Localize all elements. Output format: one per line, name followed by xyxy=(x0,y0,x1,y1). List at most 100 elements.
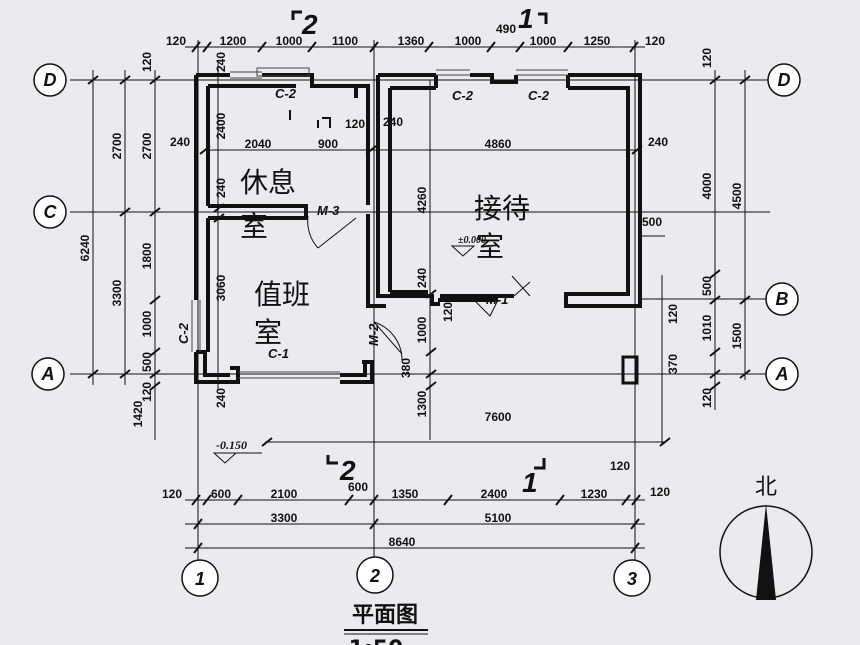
svg-text:1000: 1000 xyxy=(140,310,154,337)
svg-text:120: 120 xyxy=(700,388,714,408)
window-tag-c2-reception-a: C-2 xyxy=(452,88,474,103)
svg-text:120: 120 xyxy=(610,459,630,473)
door-tag-m1: M-1 xyxy=(486,292,508,307)
axis-grid-lines xyxy=(70,40,770,560)
svg-text:240: 240 xyxy=(383,115,403,129)
svg-text:2: 2 xyxy=(369,566,380,586)
svg-text:5100: 5100 xyxy=(485,511,512,525)
svg-text:1300: 1300 xyxy=(415,390,429,417)
room-label-rest: 休息 xyxy=(240,166,296,199)
svg-text:3300: 3300 xyxy=(271,511,298,525)
svg-text:4000: 4000 xyxy=(700,172,714,199)
svg-text:240: 240 xyxy=(170,135,190,149)
room-label-rest-suffix: 室 xyxy=(240,210,268,243)
svg-text:120: 120 xyxy=(166,34,186,48)
svg-text:1230: 1230 xyxy=(581,487,608,501)
windows xyxy=(191,67,568,379)
svg-text:B: B xyxy=(776,289,789,309)
svg-text:6240: 6240 xyxy=(78,234,92,261)
svg-text:2100: 2100 xyxy=(271,487,298,501)
svg-text:1000: 1000 xyxy=(455,34,482,48)
axis-bubble-2: 2 xyxy=(356,556,394,594)
svg-text:490: 490 xyxy=(496,22,516,36)
section-1-top: 1 xyxy=(518,3,534,34)
svg-text:1: 1 xyxy=(195,569,205,589)
bottom-dimensions: 120 600 2100 600 1350 2400 1230 120 120 … xyxy=(162,459,670,549)
svg-text:C: C xyxy=(44,202,58,222)
svg-text:240: 240 xyxy=(214,388,228,408)
elevation-mark-outer: -0.150 xyxy=(212,438,262,464)
axis-bubble-B-right: B xyxy=(765,282,799,316)
svg-text:240: 240 xyxy=(648,135,668,149)
section-markers: 2 1 2 1 xyxy=(289,3,548,498)
svg-text:120: 120 xyxy=(162,487,182,501)
dimension-ticks xyxy=(87,41,751,554)
axis-bubble-3: 3 xyxy=(613,559,651,597)
svg-text:500: 500 xyxy=(642,215,662,229)
svg-text:600: 600 xyxy=(211,487,231,501)
svg-text:120: 120 xyxy=(140,382,154,402)
svg-text:900: 900 xyxy=(318,137,338,151)
svg-text:8640: 8640 xyxy=(389,535,416,549)
svg-text:2700: 2700 xyxy=(140,132,154,159)
north-arrow: 北 xyxy=(719,475,813,600)
room-label-reception: 接待 xyxy=(474,192,530,225)
svg-text:600: 600 xyxy=(348,480,368,494)
svg-text:A: A xyxy=(775,364,789,384)
axis-bubble-A-right: A xyxy=(765,357,799,391)
dimension-lines xyxy=(92,46,746,549)
room-label-duty-suffix: 室 xyxy=(254,316,282,349)
svg-text:240: 240 xyxy=(214,52,228,72)
svg-text:2040: 2040 xyxy=(245,137,272,151)
axis-bubbles: D C A D B A 1 2 3 xyxy=(31,63,801,597)
top-dimensions: 120 1200 1000 1100 1360 1000 490 1000 12… xyxy=(166,22,665,48)
title-text: 平面图 xyxy=(352,603,418,628)
svg-text:1360: 1360 xyxy=(398,34,425,48)
svg-text:1500: 1500 xyxy=(730,322,744,349)
window-tag-c1: C-1 xyxy=(268,346,289,361)
svg-text:A: A xyxy=(41,364,55,384)
svg-text:1000: 1000 xyxy=(276,34,303,48)
svg-text:1250: 1250 xyxy=(584,34,611,48)
walls xyxy=(194,73,642,385)
svg-text:2400: 2400 xyxy=(214,112,228,139)
svg-text:D: D xyxy=(778,70,791,90)
window-tag-c2-reception-b: C-2 xyxy=(528,88,550,103)
svg-text:±0.000: ±0.000 xyxy=(458,235,486,246)
svg-text:3060: 3060 xyxy=(214,274,228,301)
inner-dimensions: 240 2400 2040 900 120 240 240 4860 240 2… xyxy=(170,52,668,424)
svg-text:500: 500 xyxy=(140,352,154,372)
svg-text:120: 120 xyxy=(700,48,714,68)
svg-text:1800: 1800 xyxy=(140,242,154,269)
svg-text:1010: 1010 xyxy=(700,314,714,341)
room-label-duty: 值班 xyxy=(254,278,310,311)
svg-text:120: 120 xyxy=(650,485,670,499)
right-dimensions: 4000 4500 500 1010 1500 370 120 120 120 xyxy=(666,48,744,408)
svg-text:2400: 2400 xyxy=(481,487,508,501)
svg-text:1420: 1420 xyxy=(131,400,145,427)
svg-text:1100: 1100 xyxy=(332,34,358,48)
elevation-mark-inner: ±0.000 xyxy=(450,235,486,257)
svg-text:240: 240 xyxy=(214,178,228,198)
svg-text:120: 120 xyxy=(441,302,455,322)
north-label: 北 xyxy=(755,475,777,500)
svg-text:2700: 2700 xyxy=(110,132,124,159)
door-tag-m2: M-2 xyxy=(366,323,381,346)
axis-bubble-1: 1 xyxy=(181,559,219,597)
axis-bubble-A-left: A xyxy=(31,357,65,391)
svg-text:3: 3 xyxy=(627,569,637,589)
section-2-top: 2 xyxy=(301,9,318,40)
svg-text:7600: 7600 xyxy=(485,410,512,424)
svg-text:1000: 1000 xyxy=(530,34,557,48)
left-dimensions: 6240 2700 3300 120 2700 1800 1000 500 12… xyxy=(78,52,154,428)
doors xyxy=(307,215,531,361)
axis-bubble-D-right: D xyxy=(767,63,801,97)
svg-text:3300: 3300 xyxy=(110,279,124,306)
svg-text:120: 120 xyxy=(666,304,680,324)
room-label-reception-suffix: 室 xyxy=(476,230,504,263)
svg-text:4860: 4860 xyxy=(485,137,512,151)
scale-text: 1:50 xyxy=(349,637,404,645)
svg-text:1350: 1350 xyxy=(392,487,419,501)
axis-bubble-C-left: C xyxy=(33,195,67,229)
